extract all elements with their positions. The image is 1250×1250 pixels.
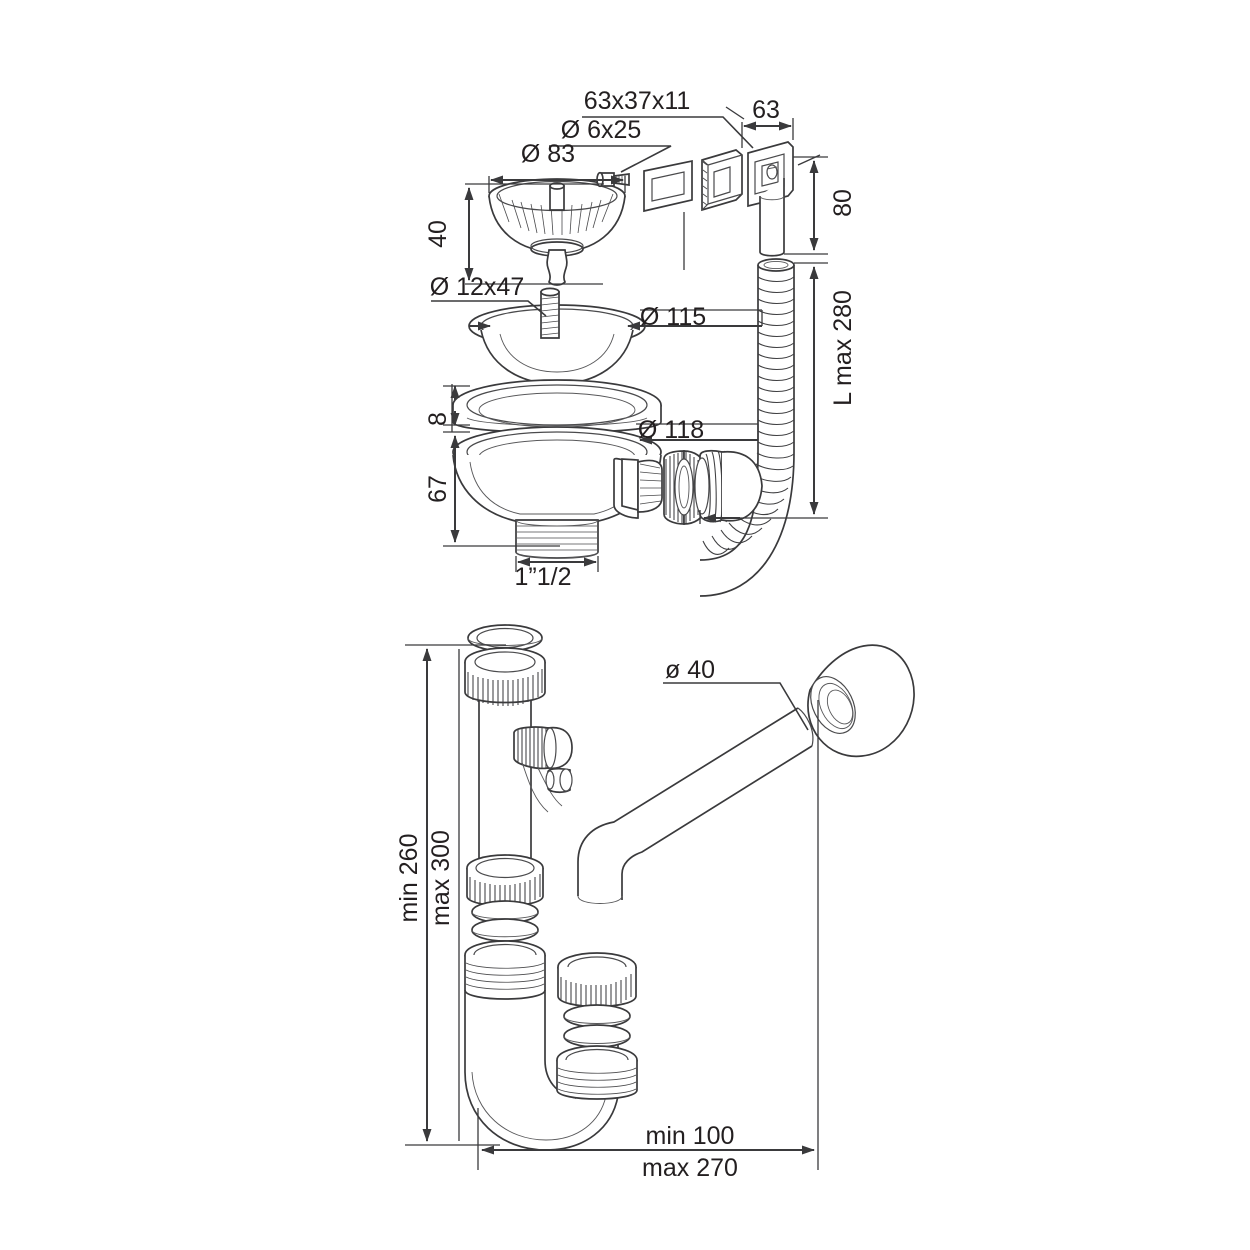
overflow-frame bbox=[701, 149, 743, 212]
wall-escutcheon bbox=[807, 644, 915, 758]
label-max270: max 270 bbox=[642, 1154, 738, 1182]
waste-body-118 bbox=[452, 426, 705, 559]
label-d40: ø 40 bbox=[665, 656, 715, 684]
label-63x37x11: 63x37x11 bbox=[584, 87, 691, 115]
upper-dimension-lines bbox=[431, 106, 828, 572]
label-d118: Ø 118 bbox=[638, 416, 704, 444]
dimension-text-layer: Ø 83 Ø 6x25 63x37x11 63 Ø 12x47 Ø 115 Ø … bbox=[395, 87, 857, 1182]
seal-ring-8 bbox=[452, 379, 662, 434]
overflow-body bbox=[747, 141, 794, 257]
overflow-cover-plate bbox=[643, 159, 693, 213]
flange-115 bbox=[468, 287, 646, 385]
label-h67: 67 bbox=[424, 475, 452, 503]
label-w63: 63 bbox=[752, 96, 780, 124]
label-max300: max 300 bbox=[427, 830, 455, 926]
label-min100: min 100 bbox=[646, 1122, 735, 1150]
trap-group bbox=[464, 624, 915, 1151]
flexible-overflow-hose bbox=[694, 258, 795, 597]
label-d6x25: Ø 6x25 bbox=[561, 116, 642, 144]
label-d83: Ø 83 bbox=[521, 140, 575, 168]
label-h8: 8 bbox=[424, 412, 452, 426]
cleaning-spigot bbox=[513, 726, 573, 813]
lower-dimension-lines bbox=[405, 644, 819, 1170]
label-min260: min 260 bbox=[395, 834, 423, 923]
label-lmax280: L max 280 bbox=[829, 290, 857, 406]
strainer-basket-group bbox=[488, 178, 626, 286]
label-thread: 1”1/2 bbox=[515, 563, 572, 591]
label-h40: 40 bbox=[424, 220, 452, 248]
label-h80: 80 bbox=[829, 189, 857, 217]
label-d115: Ø 115 bbox=[640, 303, 706, 331]
label-d12x47: Ø 12x47 bbox=[430, 273, 525, 301]
